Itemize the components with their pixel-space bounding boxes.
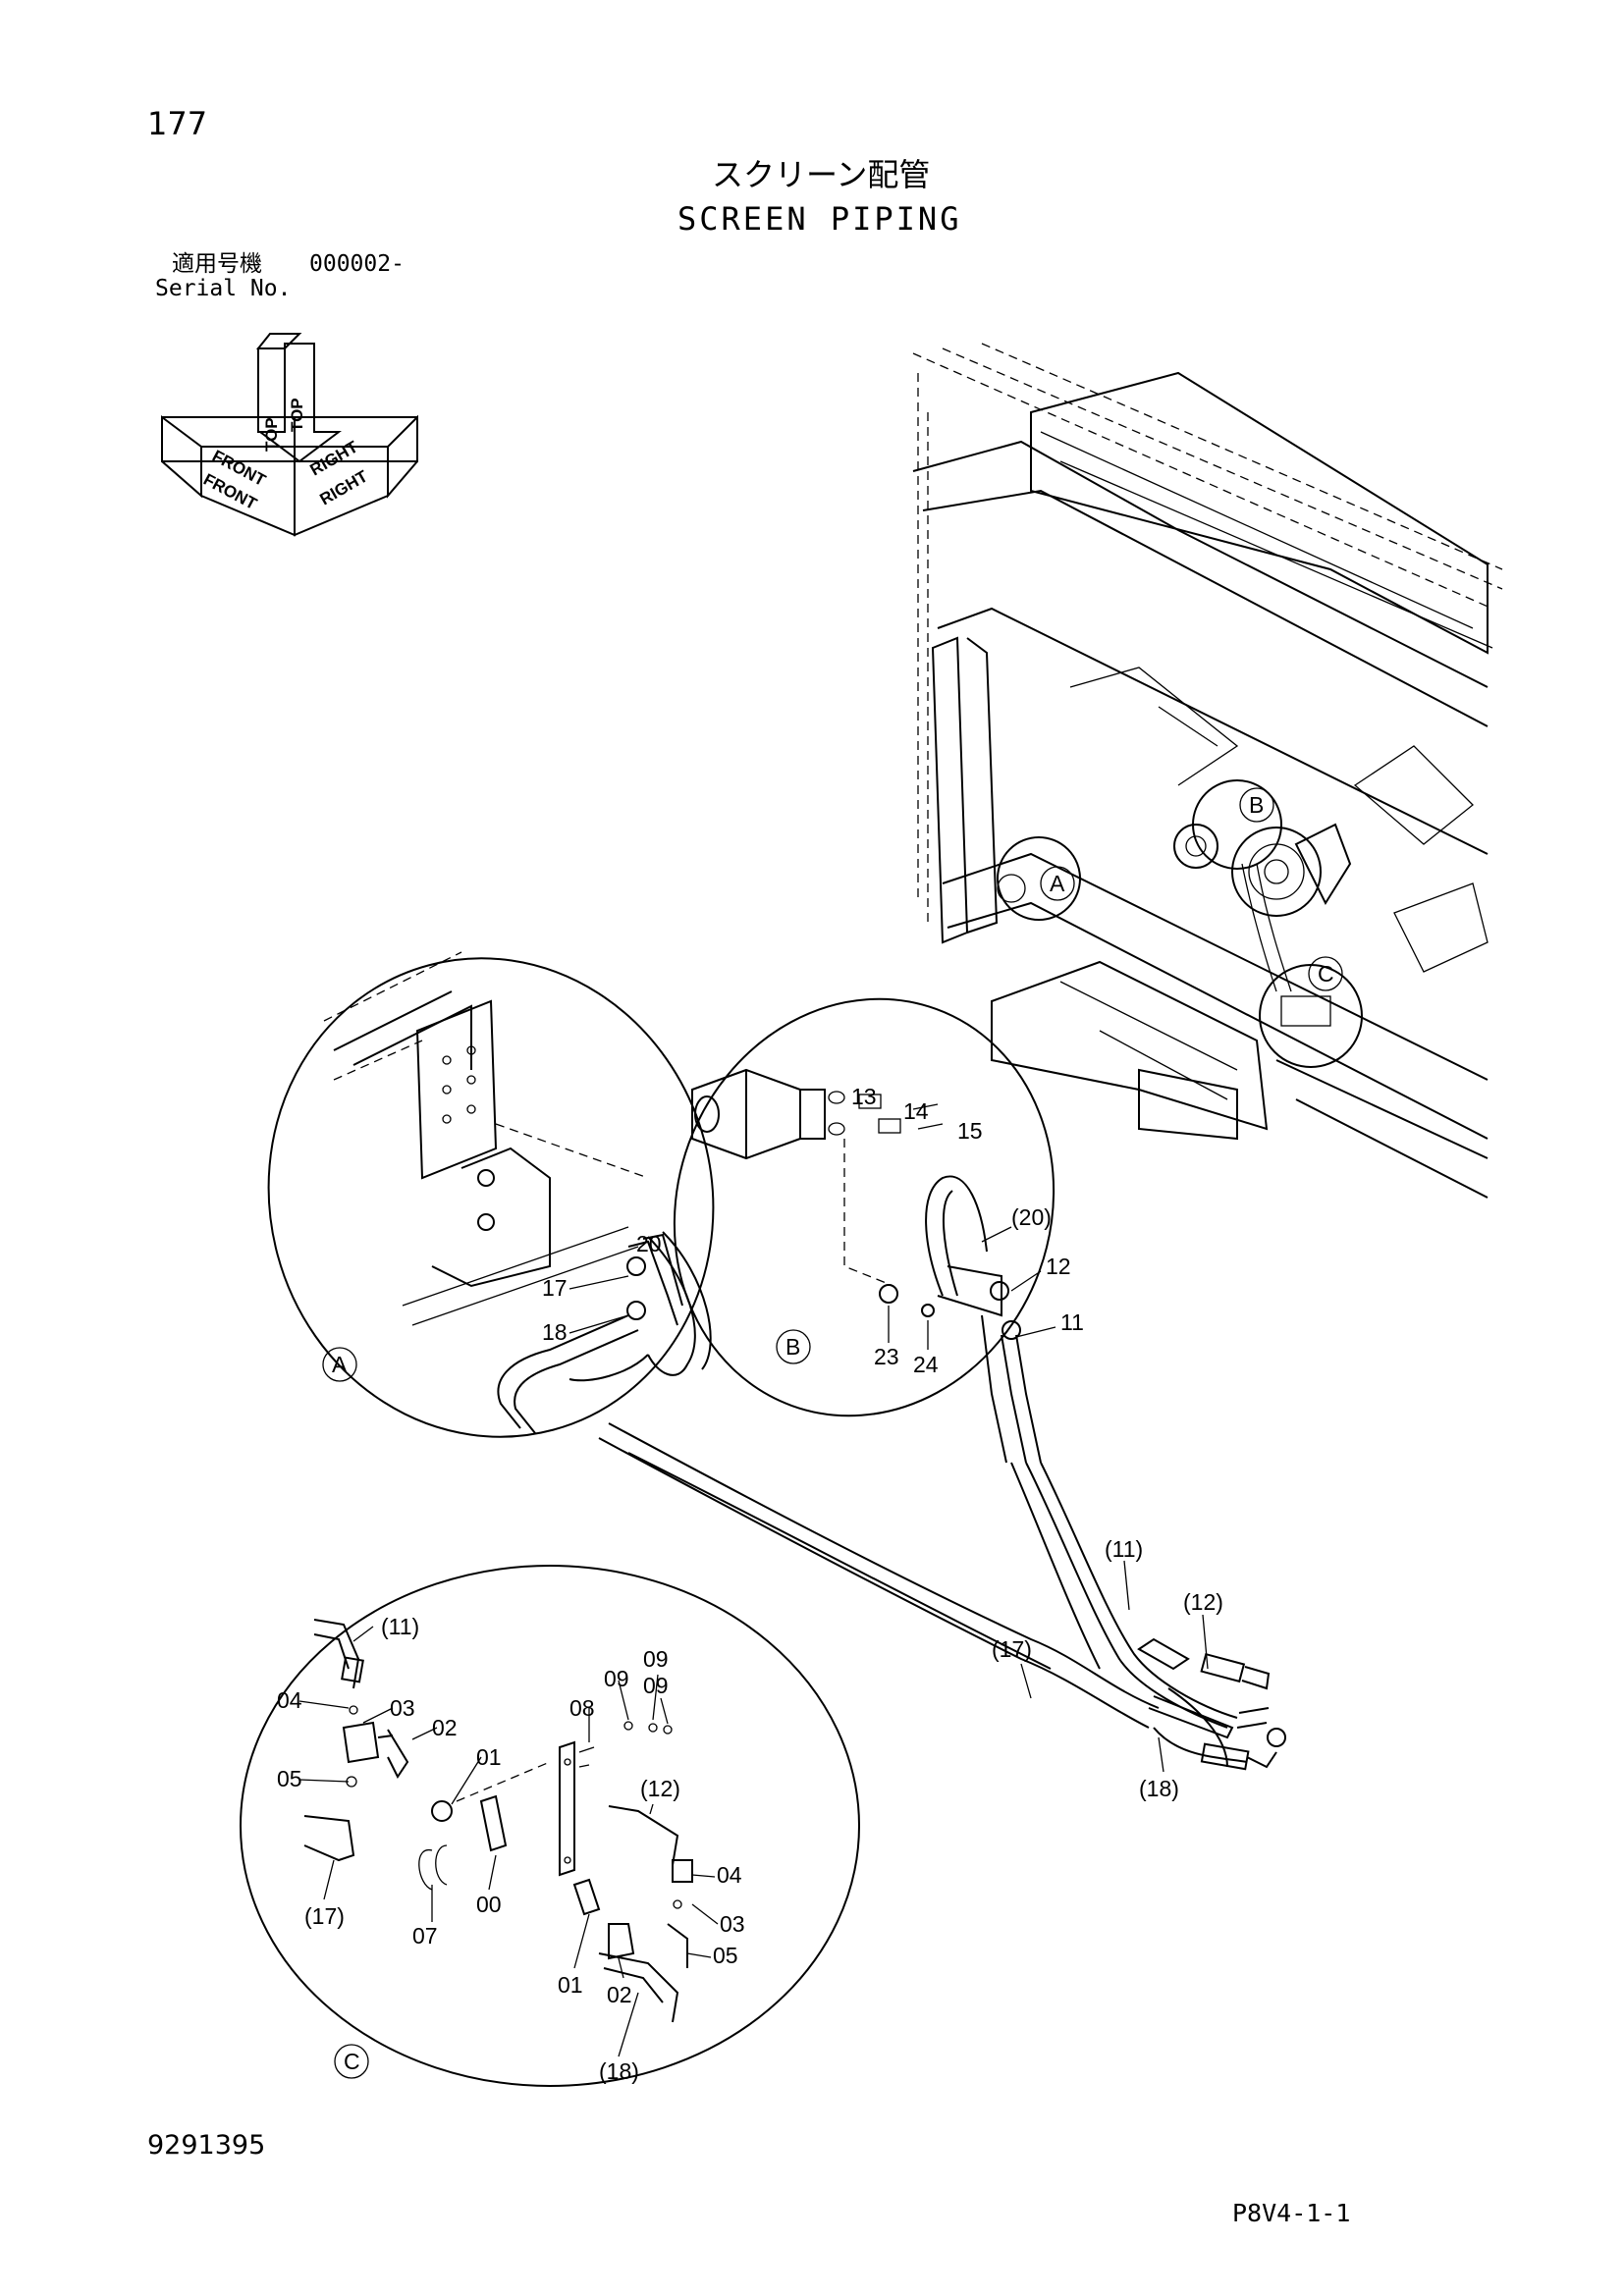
orientation-icon: FRONT FRONT TOP TOP RIGHT RIGHT bbox=[161, 333, 418, 537]
callout-b-12: 12 bbox=[1046, 1254, 1071, 1279]
callout-c-03-b: 03 bbox=[720, 1911, 745, 1937]
callout-c-03: 03 bbox=[390, 1695, 415, 1721]
callout-c-05: 05 bbox=[277, 1766, 302, 1791]
figure-code: P8V4-1-1 bbox=[1232, 2199, 1351, 2227]
callout-c-18: (18) bbox=[599, 2058, 639, 2084]
detail-a-marker bbox=[322, 1347, 357, 1382]
callout-b-11: 11 bbox=[1060, 1309, 1084, 1335]
detail-c-marker bbox=[334, 2044, 369, 2079]
callout-main-18: (18) bbox=[1139, 1776, 1179, 1801]
callout-main-17: (17) bbox=[992, 1636, 1032, 1662]
serial-number-value: 000002- bbox=[309, 251, 405, 277]
callout-c-12: (12) bbox=[640, 1776, 680, 1801]
callout-c-17: (17) bbox=[304, 1903, 345, 1929]
detail-a-label: A bbox=[332, 1352, 348, 1377]
document-code: 9291395 bbox=[147, 2130, 266, 2161]
callout-c-02-b: 02 bbox=[607, 1982, 632, 2007]
marker-b-label: B bbox=[1249, 792, 1264, 818]
callout-c-11: (11) bbox=[381, 1614, 419, 1639]
hose-routing: (11) (12) (17) (18) bbox=[598, 1422, 1286, 1801]
marker-a-label: A bbox=[1050, 871, 1065, 896]
detail-c-label: C bbox=[344, 2049, 360, 2074]
callout-c-09-a: 09 bbox=[604, 1666, 629, 1691]
detail-a: 20 17 18 A bbox=[267, 951, 715, 1438]
detail-b-label: B bbox=[785, 1334, 800, 1360]
location-markers: B A C bbox=[1040, 787, 1343, 991]
callout-a-20: 20 bbox=[636, 1231, 662, 1256]
machine-frame bbox=[912, 343, 1503, 1199]
callout-b-24: 24 bbox=[913, 1352, 939, 1377]
title-english: SCREEN PIPING bbox=[677, 200, 962, 238]
callout-a-17: 17 bbox=[542, 1275, 568, 1301]
callout-c-04-b: 04 bbox=[717, 1862, 742, 1888]
callout-main-11: (11) bbox=[1105, 1536, 1143, 1562]
detail-b: 13 14 15 (20) 12 11 23 24 B bbox=[673, 997, 1084, 1464]
callout-c-04: 04 bbox=[277, 1687, 302, 1713]
serial-label-english: Serial No. bbox=[155, 276, 292, 301]
callout-main-12: (12) bbox=[1183, 1589, 1223, 1615]
callout-b-14: 14 bbox=[903, 1098, 929, 1124]
callout-c-05-b: 05 bbox=[713, 1943, 738, 1968]
orientation-top-label-2: TOP bbox=[288, 398, 306, 432]
callout-b-23: 23 bbox=[874, 1344, 899, 1369]
marker-c-label: C bbox=[1318, 961, 1334, 987]
callout-c-01-b: 01 bbox=[558, 1972, 583, 1998]
serial-label-japanese: 適用号機 bbox=[172, 251, 262, 277]
callout-b-13: 13 bbox=[851, 1084, 877, 1109]
callout-a-18: 18 bbox=[542, 1319, 568, 1345]
callout-c-08: 08 bbox=[569, 1695, 595, 1721]
title-japanese: スクリーン配管 bbox=[712, 156, 931, 193]
callout-c-00: 00 bbox=[476, 1892, 502, 1917]
callout-c-01: 01 bbox=[476, 1744, 502, 1770]
callout-b-20: (20) bbox=[1011, 1204, 1052, 1230]
orientation-top-label: TOP bbox=[262, 417, 281, 452]
detail-b-marker bbox=[776, 1329, 811, 1364]
detail-c: (11) 04 03 02 01 05 (17) 07 00 08 09 09 … bbox=[240, 1565, 860, 2087]
page-number: 177 bbox=[147, 105, 208, 142]
callout-c-07: 07 bbox=[412, 1923, 438, 1949]
callout-c-09-b: 09 bbox=[643, 1646, 669, 1672]
callout-b-15: 15 bbox=[957, 1118, 983, 1144]
